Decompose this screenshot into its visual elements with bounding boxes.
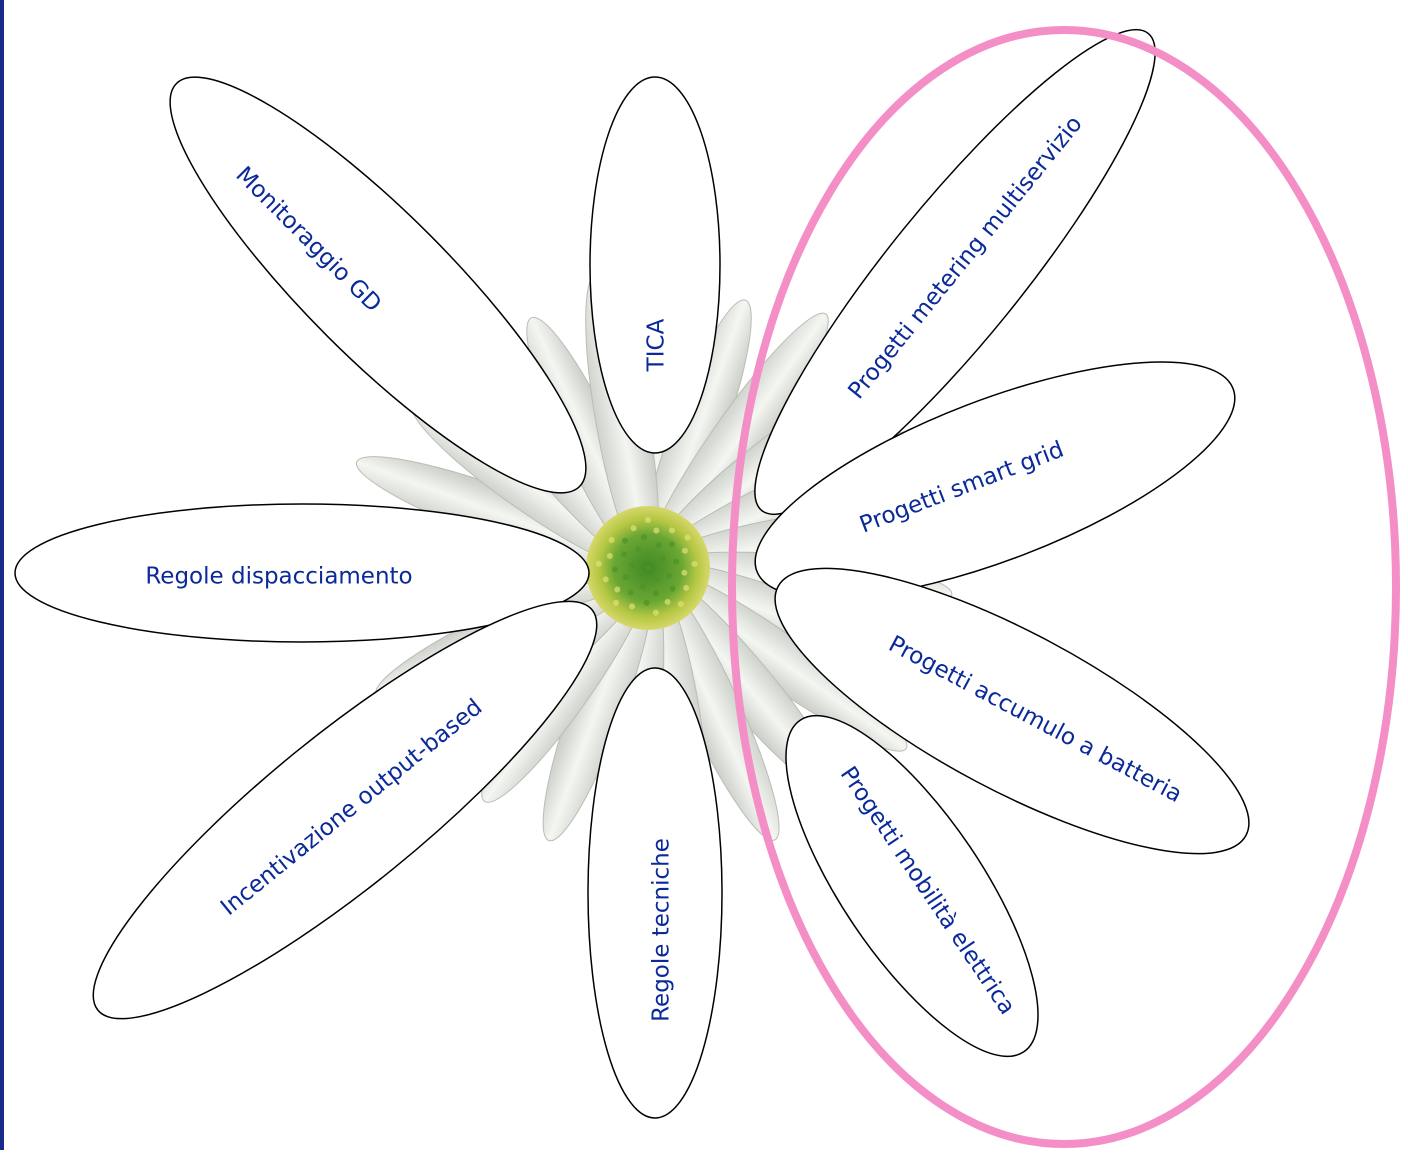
daisy-center-floret [635,546,642,553]
daisy-center-floret [614,586,621,593]
petal-smart-grid: Progetti smart grid [754,361,1236,599]
daisy-center-floret [602,576,609,583]
daisy-center-floret [652,590,659,597]
petal-label-tica: TICA [644,318,670,372]
petal-monitoraggio-gd: Monitoraggio GD [169,76,587,494]
daisy-center-floret [643,599,650,606]
daisy-center-floret [669,541,675,547]
daisy-center-floret [629,562,636,569]
daisy-center-floret [681,547,688,554]
daisy-center-floret [645,517,651,523]
daisy-center-floret [627,589,634,596]
daisy-center-floret [683,584,690,591]
petal-label-dispacciamento: Regole dispacciamento [145,564,412,590]
daisy-center-floret [653,575,660,582]
petal-regole-tecniche: Regole tecniche [587,667,723,1119]
daisy-center-floret [640,534,647,541]
daisy-center-floret [595,560,602,567]
highlight-ring [728,26,1400,1148]
daisy-center-floret [645,553,652,560]
daisy-center-floret [677,600,684,607]
daisy-center-floret [653,527,660,534]
daisy-center-floret [622,574,629,581]
daisy-center-floret [629,603,636,610]
daisy-center-floret [606,552,613,559]
petal-regole-dispacciamento: Regole dispacciamento [14,503,590,643]
daisy-center-floret [684,534,691,541]
daisy-center-floret [668,527,675,534]
daisy-center-floret [655,542,662,549]
petal-label-regole-tecniche: Regole tecniche [649,838,675,1022]
daisy-center-floret [639,570,646,577]
daisy-center-floret [666,572,673,579]
petal-tica: TICA [589,76,721,454]
daisy-center-floret [608,537,615,544]
daisy-center-floret [660,555,667,562]
daisy-center-floret [691,560,698,567]
daisy-center-floret [613,599,620,606]
daisy-center-floret [652,609,659,616]
daisy-center-floret [630,525,637,532]
left-edge-rule [0,0,4,1150]
daisy-center-floret [669,585,676,592]
daisy-center-floret [645,565,651,571]
daisy-center-floret [612,566,619,573]
daisy-center-floret [639,583,646,590]
daisy-center-floret [664,598,671,605]
daisy-center-floret [681,569,688,576]
daisy-center-floret [622,537,629,544]
daisy-center-floret [621,551,627,558]
daisy-center-floret [673,558,680,565]
